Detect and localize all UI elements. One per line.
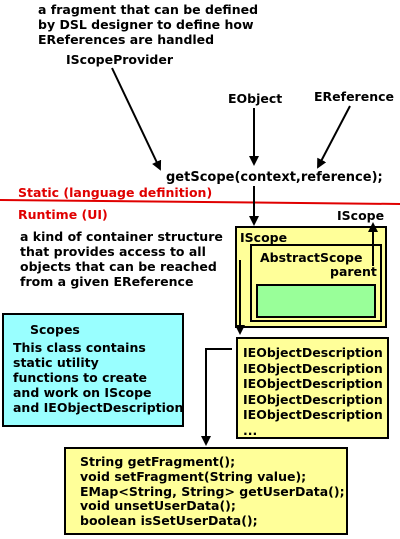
method-item: void unsetUserData();	[80, 498, 236, 514]
scopes-line: functions to create	[13, 370, 148, 385]
methods-list: String getFragment(); void setFragment(S…	[80, 454, 345, 529]
container-note: a kind of container structure that provi…	[20, 229, 223, 289]
top-note-line: by DSL designer to define how	[38, 17, 254, 32]
scopes-line: and IEObjectDescription	[13, 400, 184, 415]
container-note-line: objects that can be reached	[20, 259, 217, 274]
ieobject-description-item: IEObjectDescription	[243, 391, 383, 407]
ieobject-description-item: IEObjectDescription	[243, 345, 383, 360]
arrow-provider-to-getscope	[111, 67, 162, 171]
top-note: a fragment that can be defined by DSL de…	[38, 2, 258, 47]
ieobject-description-item: IEObjectDescription	[243, 407, 383, 423]
arrow-ereference-to-getscope	[317, 105, 351, 169]
arrow-descriptions-to-methods	[201, 348, 232, 446]
method-item: String getFragment();	[80, 454, 236, 469]
runtime-label: Runtime (UI)	[18, 207, 108, 222]
ieobject-description-box: IEObjectDescription IEObjectDescription …	[236, 337, 389, 439]
methods-box: String getFragment(); void setFragment(S…	[64, 447, 348, 535]
ieobject-description-list: IEObjectDescription IEObjectDescription …	[243, 345, 383, 439]
iscope-box-title: IScope	[240, 230, 288, 245]
method-item: boolean isSetUserData();	[80, 513, 258, 529]
parent-label: parent	[330, 264, 377, 279]
scopes-line: This class contains	[13, 340, 146, 355]
container-note-line: that provides access to all	[20, 244, 206, 259]
abstract-scope-label: AbstractScope	[260, 250, 363, 265]
scopes-line: and work on IScope	[13, 385, 152, 400]
container-note-line: from a given EReference	[20, 274, 194, 289]
top-note-line: EReferences are handled	[38, 32, 215, 47]
ieobject-description-item: IEObjectDescription	[243, 376, 383, 392]
scopes-line: static utility	[13, 355, 99, 370]
ieobject-description-item: IEObjectDescription	[243, 360, 383, 376]
method-item: EMap<String, String> getUserData();	[80, 483, 345, 499]
divider-line	[0, 199, 400, 205]
scopes-title: Scopes	[30, 322, 80, 337]
scope-content-box	[256, 284, 376, 318]
get-scope-call: getScope(context,reference);	[166, 170, 383, 185]
ieobject-description-item: ...	[243, 422, 258, 438]
iscope-provider-label: IScopeProvider	[66, 52, 174, 67]
static-label: Static (language definition)	[18, 185, 213, 200]
eobject-label: EObject	[228, 91, 283, 106]
scopes-box: Scopes This class contains static utilit…	[2, 313, 184, 427]
method-item: void setFragment(String value);	[80, 468, 307, 484]
scopes-description: This class contains static utility funct…	[13, 340, 183, 415]
iscope-outer-label: IScope	[337, 208, 385, 223]
container-note-line: a kind of container structure	[20, 229, 223, 244]
top-note-line: a fragment that can be defined	[38, 2, 259, 17]
ereference-label: EReference	[314, 89, 394, 104]
